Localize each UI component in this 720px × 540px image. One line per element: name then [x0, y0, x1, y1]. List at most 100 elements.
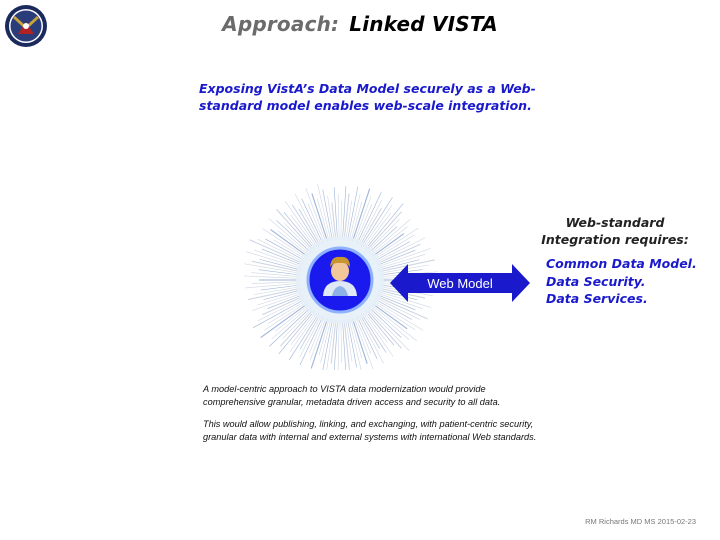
requirement-item-data-services: Data Services. [546, 291, 648, 306]
requirement-item-data-security: Data Security. [546, 273, 646, 289]
title-main: Linked VISTA [349, 12, 498, 36]
graph-ray [377, 294, 416, 311]
person-node-icon [323, 256, 357, 296]
graph-ray [252, 281, 301, 284]
graph-ray [345, 319, 353, 362]
graph-ray [377, 248, 431, 268]
graph-ray [278, 310, 315, 355]
graph-ray [290, 215, 317, 249]
graph-ray [245, 283, 301, 289]
graph-ray [331, 202, 337, 241]
graph-ray [252, 292, 303, 311]
graph-ray [350, 201, 363, 242]
graph-ray [305, 188, 327, 243]
graph-ray [322, 189, 333, 241]
graph-ray [377, 292, 424, 310]
graph-ray [244, 275, 301, 279]
graph-ray [327, 195, 335, 241]
graph-ray [311, 193, 329, 243]
web-model-label: Web Model [427, 276, 493, 291]
graph-ray [343, 319, 351, 370]
graph-ray [258, 269, 301, 276]
graph-ray [289, 312, 318, 353]
graph-ray [353, 317, 374, 370]
graph-ray [263, 289, 302, 300]
graph-ray [374, 241, 411, 261]
graph-ray [378, 289, 418, 301]
requirement-item-common-data-model: Common Data Model. [546, 256, 697, 271]
graph-ray [253, 299, 306, 328]
graph-ray [261, 248, 303, 266]
graph-ray [374, 300, 424, 331]
radial-data-graph [244, 183, 438, 370]
graph-ray [359, 207, 382, 246]
graph-ray [271, 305, 310, 340]
graph-ray [284, 200, 318, 248]
graph-ray [367, 308, 410, 351]
title-prefix: Approach: [222, 12, 340, 36]
graph-ray [280, 309, 314, 347]
graph-ray [290, 311, 317, 345]
graph-ray [262, 295, 304, 316]
graph-ray [277, 230, 309, 256]
graph-ray [307, 203, 325, 244]
graph-ray [276, 220, 312, 253]
graph-ray [259, 259, 302, 271]
graph-ray [299, 316, 324, 366]
requirements-list: Common Data Model. Data Security. Data S… [546, 255, 697, 308]
graph-ray [365, 310, 395, 346]
graph-ray [358, 315, 384, 364]
graph-ray [370, 305, 410, 340]
graph-ray [270, 229, 308, 257]
graph-ray [337, 194, 340, 241]
graph-ray [340, 201, 342, 241]
graph-ray [362, 205, 393, 248]
graph-ray [299, 315, 322, 358]
graph-ray [347, 319, 357, 368]
description: A model-centric approach to VISTA data m… [203, 383, 543, 453]
graph-ray [257, 297, 305, 322]
graph-ray [368, 226, 398, 253]
graph-ray [373, 301, 416, 331]
graph-ray [251, 272, 301, 277]
graph-ray [377, 249, 416, 266]
graph-ray [356, 192, 382, 244]
graph-ray [365, 203, 404, 250]
graph-ray [351, 188, 371, 243]
graph-ray [370, 219, 411, 255]
graph-ray [359, 314, 380, 349]
graph-ray [337, 319, 340, 370]
graph-ray [260, 284, 301, 291]
graph-ray [355, 316, 372, 354]
graph-ray [351, 317, 368, 364]
graph-ray [294, 193, 322, 245]
graph-ray [283, 212, 315, 250]
graph-ray [265, 238, 306, 261]
graph-ray [348, 318, 362, 370]
graph-ray [356, 316, 378, 359]
graph-ray [343, 193, 350, 241]
graph-ray [264, 301, 307, 331]
graph-ray [372, 303, 408, 330]
graph-ray [301, 198, 324, 244]
graph-ray [288, 313, 319, 361]
graph-ray [347, 186, 359, 241]
graph-ray [247, 287, 301, 301]
footer-credit: RM Richards MD MS 2015-02-23 [585, 517, 696, 526]
graph-ray [299, 314, 321, 350]
graph-ray [309, 317, 327, 361]
graph-ray [368, 307, 402, 338]
graph-ray [375, 297, 420, 320]
graph-ray [378, 291, 432, 308]
graph-ray [326, 319, 335, 370]
description-paragraph-2: This would allow publishing, linking, an… [203, 419, 537, 442]
graph-ray [253, 249, 303, 268]
graph-ray [363, 311, 388, 343]
graph-ray [376, 243, 421, 265]
page-title: Approach: Linked VISTA [0, 12, 720, 36]
graph-ray [283, 222, 313, 252]
department-seal-icon [5, 5, 47, 47]
graph-ray [342, 319, 346, 370]
graph-ray [309, 316, 325, 353]
graph-ray [375, 237, 426, 263]
